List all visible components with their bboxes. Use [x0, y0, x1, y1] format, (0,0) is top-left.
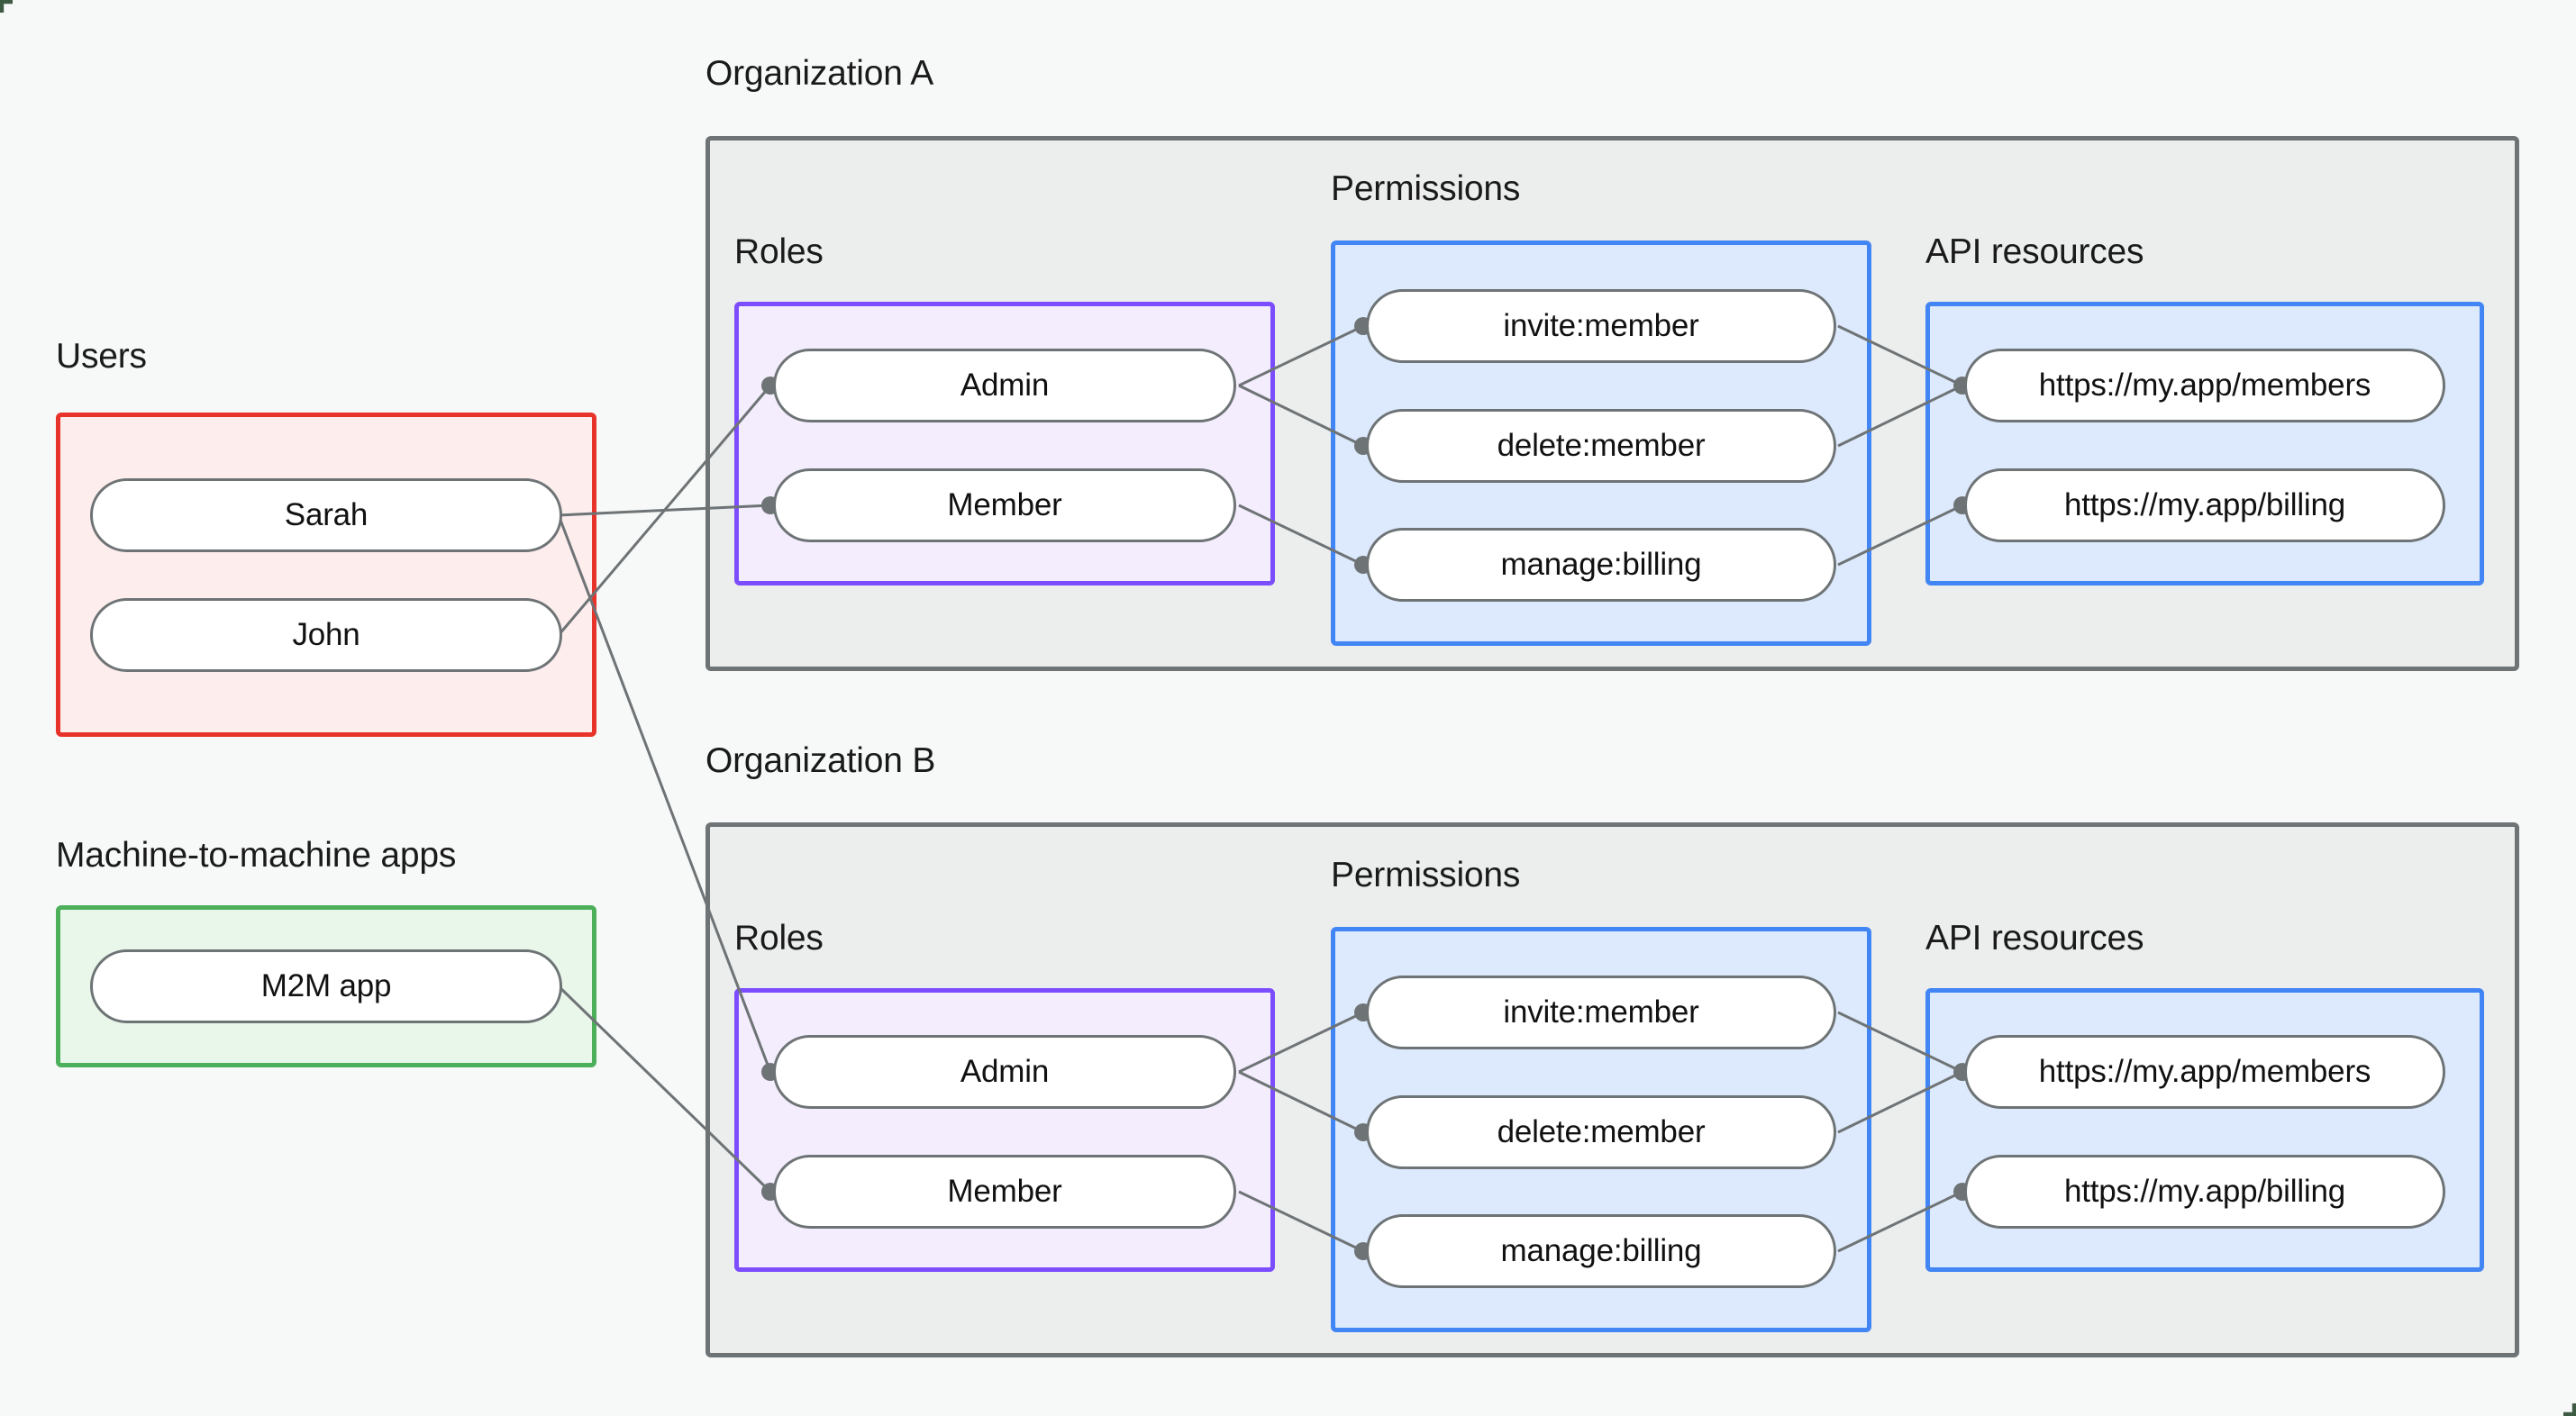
org-b-roles-label: Roles	[734, 919, 824, 958]
org-a-permissions-label: Permissions	[1331, 169, 1521, 208]
users-label: Users	[56, 337, 147, 376]
org-b-api-container[interactable]	[1925, 988, 2484, 1272]
m2m-label: Machine-to-machine apps	[56, 836, 457, 875]
org-a-role-member[interactable]: Member	[773, 468, 1236, 542]
corner-handle-top-left-icon	[0, 0, 13, 13]
org-a-api-label: API resources	[1925, 232, 2144, 271]
org-b-permissions-label: Permissions	[1331, 856, 1521, 894]
org-a-permission-delete-member[interactable]: delete:member	[1366, 409, 1836, 483]
users-container[interactable]	[56, 413, 596, 737]
org-a-api-billing[interactable]: https://my.app/billing	[1964, 468, 2445, 542]
user-sarah[interactable]: Sarah	[90, 478, 562, 552]
org-a-permission-manage-billing[interactable]: manage:billing	[1366, 528, 1836, 602]
org-a-roles-label: Roles	[734, 232, 824, 271]
org-b-api-members[interactable]: https://my.app/members	[1964, 1035, 2445, 1109]
org-b-permission-invite-member[interactable]: invite:member	[1366, 976, 1836, 1049]
org-a-roles-container[interactable]	[734, 302, 1275, 585]
org-a-permission-invite-member[interactable]: invite:member	[1366, 289, 1836, 363]
user-john[interactable]: John	[90, 598, 562, 672]
m2m-app-node[interactable]: M2M app	[90, 949, 562, 1023]
org-b-permission-delete-member[interactable]: delete:member	[1366, 1095, 1836, 1169]
org-a-api-container[interactable]	[1925, 302, 2484, 585]
org-b-api-billing[interactable]: https://my.app/billing	[1964, 1155, 2445, 1229]
org-b-permission-manage-billing[interactable]: manage:billing	[1366, 1214, 1836, 1288]
org-b-role-member[interactable]: Member	[773, 1155, 1236, 1229]
corner-handle-bottom-right-icon	[2563, 1403, 2576, 1416]
org-b-label: Organization B	[705, 741, 936, 780]
org-b-role-admin[interactable]: Admin	[773, 1035, 1236, 1109]
org-a-api-members[interactable]: https://my.app/members	[1964, 349, 2445, 422]
org-a-role-admin[interactable]: Admin	[773, 349, 1236, 422]
org-a-label: Organization A	[705, 54, 934, 93]
org-b-roles-container[interactable]	[734, 988, 1275, 1272]
org-b-api-label: API resources	[1925, 919, 2144, 958]
